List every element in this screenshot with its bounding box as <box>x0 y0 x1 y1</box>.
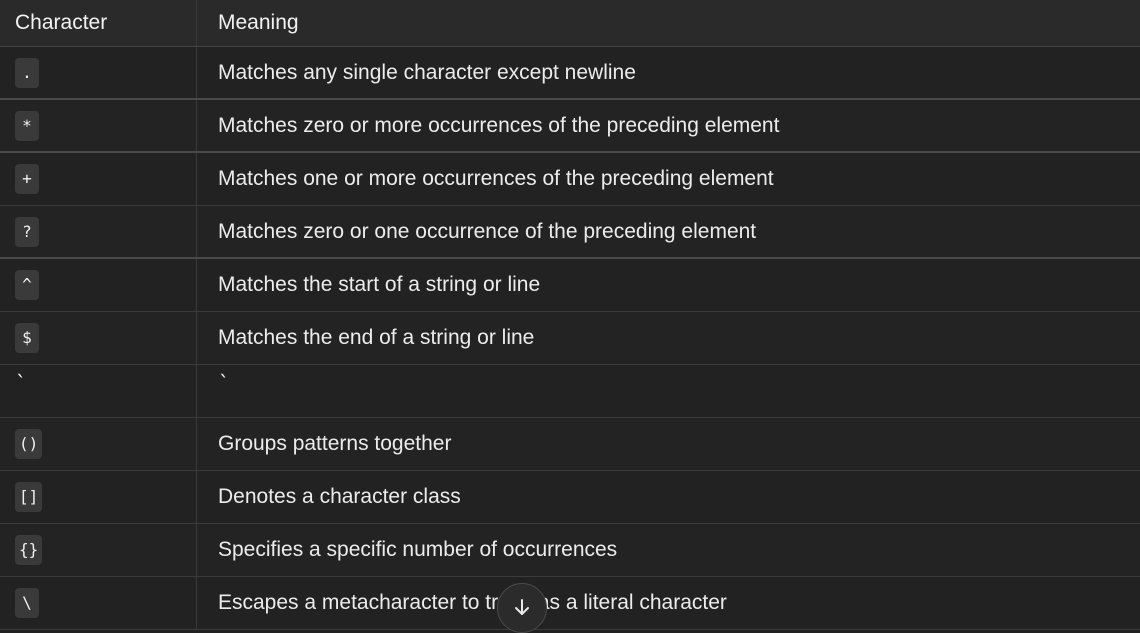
arrow-down-icon <box>515 599 529 615</box>
meaning-header-label: Meaning <box>218 11 299 34</box>
character-cell: ? <box>0 206 197 257</box>
meaning-cell: Specifies a specific number of occurrenc… <box>197 524 1140 576</box>
meaning-text: Matches the end of a string or line <box>218 326 535 349</box>
table-row: . Matches any single character except ne… <box>0 47 1140 100</box>
meaning-cell: Groups patterns together <box>197 418 1140 470</box>
character-cell: + <box>0 153 197 205</box>
backtick-meaning: ` <box>218 371 231 395</box>
meaning-text: Groups patterns together <box>218 432 452 455</box>
meaning-text: Matches any single character except newl… <box>218 60 636 84</box>
character-cell: * <box>0 100 197 151</box>
table-row: {} Specifies a specific number of occurr… <box>0 524 1140 577</box>
table-row: ? Matches zero or one occurrence of the … <box>0 206 1140 259</box>
meaning-text-start: Escapes a metacharacter to t <box>218 591 492 614</box>
meaning-cell: Escapes a metacharacter to t rea it as a… <box>197 577 1140 629</box>
character-cell: ` <box>0 365 197 417</box>
backtick-symbol: ` <box>15 371 28 395</box>
table-row: ^ Matches the start of a string or line <box>0 259 1140 312</box>
table-row: ` ` <box>0 365 1140 418</box>
meaning-text: Matches the start of a string or line <box>218 273 541 296</box>
character-cell: $ <box>0 312 197 364</box>
table-row: [] Denotes a character class <box>0 471 1140 524</box>
meaning-cell: Denotes a character class <box>197 471 1140 523</box>
table-row: * Matches zero or more occurrences of th… <box>0 100 1140 153</box>
meaning-text-end: it as a literal character <box>521 591 727 614</box>
meaning-cell: Matches zero or more occurrences of the … <box>197 100 1140 151</box>
code-chip: $ <box>15 323 39 353</box>
code-chip: ^ <box>15 270 39 300</box>
code-chip: ? <box>15 216 39 247</box>
code-chip: \ <box>15 588 39 618</box>
character-cell: () <box>0 418 197 470</box>
character-header-label: Character <box>15 11 108 34</box>
meaning-cell: Matches any single character except newl… <box>197 47 1140 98</box>
character-cell: ^ <box>0 259 197 311</box>
table-row: + Matches one or more occurrences of the… <box>0 153 1140 206</box>
table-row: \ Escapes a metacharacter to t rea it as… <box>0 577 1140 630</box>
meaning-cell: Matches the end of a string or line <box>197 312 1140 364</box>
scroll-down-button[interactable] <box>497 583 547 633</box>
code-chip: . <box>15 57 39 88</box>
meaning-text: Matches zero or more occurrences of the … <box>218 113 780 137</box>
code-chip: * <box>15 110 39 141</box>
table-row: $ Matches the end of a string or line <box>0 312 1140 365</box>
meaning-text: Matches zero or one occurrence of the pr… <box>218 219 757 243</box>
meaning-text: Denotes a character class <box>218 485 461 508</box>
character-cell: {} <box>0 524 197 576</box>
column-header-character: Character <box>0 0 197 46</box>
character-cell: . <box>0 47 197 98</box>
meaning-text: Matches one or more occurrences of the p… <box>218 167 774 190</box>
table-row: () Groups patterns together <box>0 418 1140 471</box>
meaning-cell: Matches zero or one occurrence of the pr… <box>197 206 1140 257</box>
column-header-meaning: Meaning <box>197 0 1140 46</box>
meaning-text: Specifies a specific number of occurrenc… <box>218 538 618 561</box>
table-header-row: Character Meaning <box>0 0 1140 47</box>
code-chip: [] <box>15 482 43 512</box>
code-chip: () <box>15 429 43 459</box>
code-chip: {} <box>15 535 43 565</box>
code-chip: + <box>15 164 39 194</box>
character-cell: [] <box>0 471 197 523</box>
meaning-cell: ` <box>197 365 1140 417</box>
character-cell: \ <box>0 577 197 629</box>
meaning-cell: Matches one or more occurrences of the p… <box>197 153 1140 205</box>
meaning-cell: Matches the start of a string or line <box>197 259 1140 311</box>
